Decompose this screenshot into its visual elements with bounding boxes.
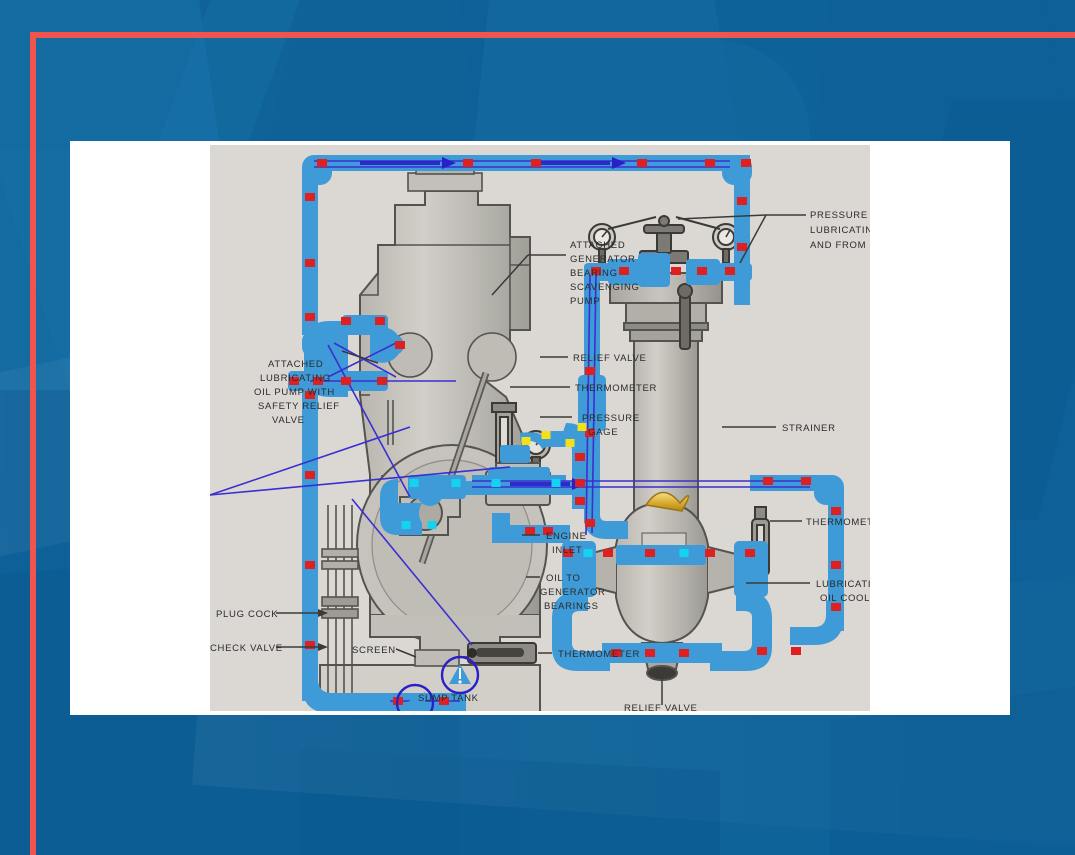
label-attached-lube-pump-l1: ATTACHED — [268, 359, 323, 370]
label-relief-valve-top: RELIEF VALVE — [573, 353, 647, 364]
label-pressure-gages-l2: LUBRICATING OIL TO — [810, 225, 870, 236]
label-oil-to-gen-l1: OIL TO — [546, 573, 581, 584]
label-engine-inlet-l1: ENGINE — [546, 531, 587, 542]
label-attached-gen-pump-l5: PUMP — [570, 296, 600, 307]
label-oil-cooler-l1: LUBRICATING — [816, 579, 870, 590]
frame-line-left — [30, 32, 36, 855]
label-screen: SCREEN — [352, 645, 396, 656]
label-relief-valve-bottom: RELIEF VALVE — [624, 703, 698, 711]
label-attached-lube-pump-l2: LUBRICATING — [260, 373, 331, 384]
label-engine-inlet-l2: INLET — [552, 545, 582, 556]
label-check-valve: CHECK VALVE — [210, 643, 283, 654]
label-attached-gen-pump-l1: ATTACHED — [570, 240, 625, 251]
label-oil-to-gen-l3: BEARINGS — [544, 601, 599, 612]
label-pressure-gages-l3: AND FROM STRAINER — [810, 240, 870, 251]
label-thermometer-center: THERMOMETER — [575, 383, 657, 394]
label-pressure-gage-l2: GAGE — [588, 427, 618, 438]
label-thermometer-cooler: THERMOMETER — [806, 517, 870, 528]
label-attached-lube-pump-l4: SAFETY RELIEF — [258, 401, 340, 412]
frame-line-top — [30, 32, 1075, 38]
label-attached-gen-pump-l4: SCAVENGING — [570, 282, 640, 293]
label-sump-tank: SUMP TANK — [418, 693, 479, 704]
label-attached-gen-pump-l2: GENERATOR — [570, 254, 636, 265]
label-strainer: STRAINER — [782, 423, 836, 434]
label-thermometer-sump: THERMOMETER — [558, 649, 640, 660]
label-oil-cooler-l2: OIL COOLER — [820, 593, 870, 604]
label-oil-to-gen-l2: GENERATOR — [540, 587, 606, 598]
label-attached-lube-pump-l5: VALVE — [272, 415, 305, 426]
label-plug-cock: PLUG COCK — [216, 609, 278, 620]
label-attached-gen-pump-l3: BEARING — [570, 268, 618, 279]
label-attached-lube-pump-l3: OIL PUMP WITH — [254, 387, 335, 398]
label-pressure-gage-l1: PRESSURE — [582, 413, 640, 424]
